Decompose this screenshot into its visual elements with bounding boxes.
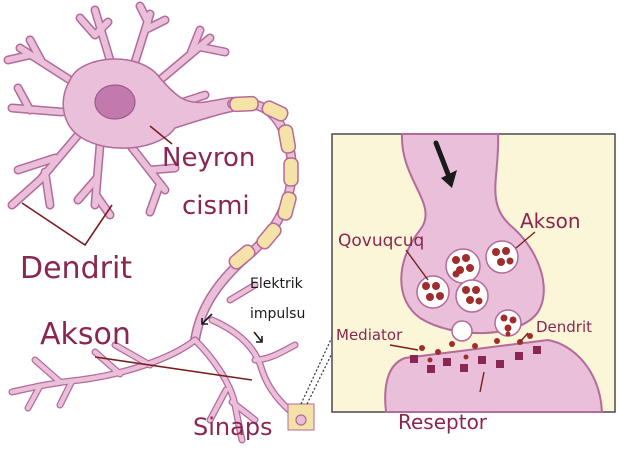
inset-vesicle-label: Qovuqcuq <box>338 231 424 251</box>
impulse-label-2: impulsu <box>250 306 305 322</box>
cell-body-label-2: cismi <box>182 191 250 221</box>
receptors <box>410 346 541 373</box>
neuron <box>3 1 315 444</box>
impulse-label: Elektrik <box>250 276 304 292</box>
cell-body <box>62 58 241 149</box>
arrow-down-icon <box>433 140 457 188</box>
small-arrow-icon <box>201 313 263 343</box>
myelin-sheaths <box>228 95 299 270</box>
nucleus <box>94 84 136 120</box>
inset-axon-label: Akson <box>520 209 581 233</box>
vesicle-contents <box>422 247 517 332</box>
leader-lines <box>21 125 253 381</box>
synapse-inset: Qovuqcuq Akson Mediator Dendrit Reseptor <box>331 133 616 434</box>
synapse-label: Sinaps <box>193 413 273 441</box>
cell-body-label: Neyron <box>162 143 255 173</box>
dendrite-label: Dendrit <box>20 251 132 286</box>
zoom-lines <box>300 334 337 405</box>
inset-receptor-label: Reseptor <box>398 410 488 434</box>
inset-mediator-label: Mediator <box>336 326 403 344</box>
mediator-molecules <box>419 331 533 363</box>
inset-dendrite-label: Dendrit <box>536 318 592 336</box>
axon-label: Akson <box>40 317 131 352</box>
postsynaptic-dendrite <box>384 338 604 413</box>
